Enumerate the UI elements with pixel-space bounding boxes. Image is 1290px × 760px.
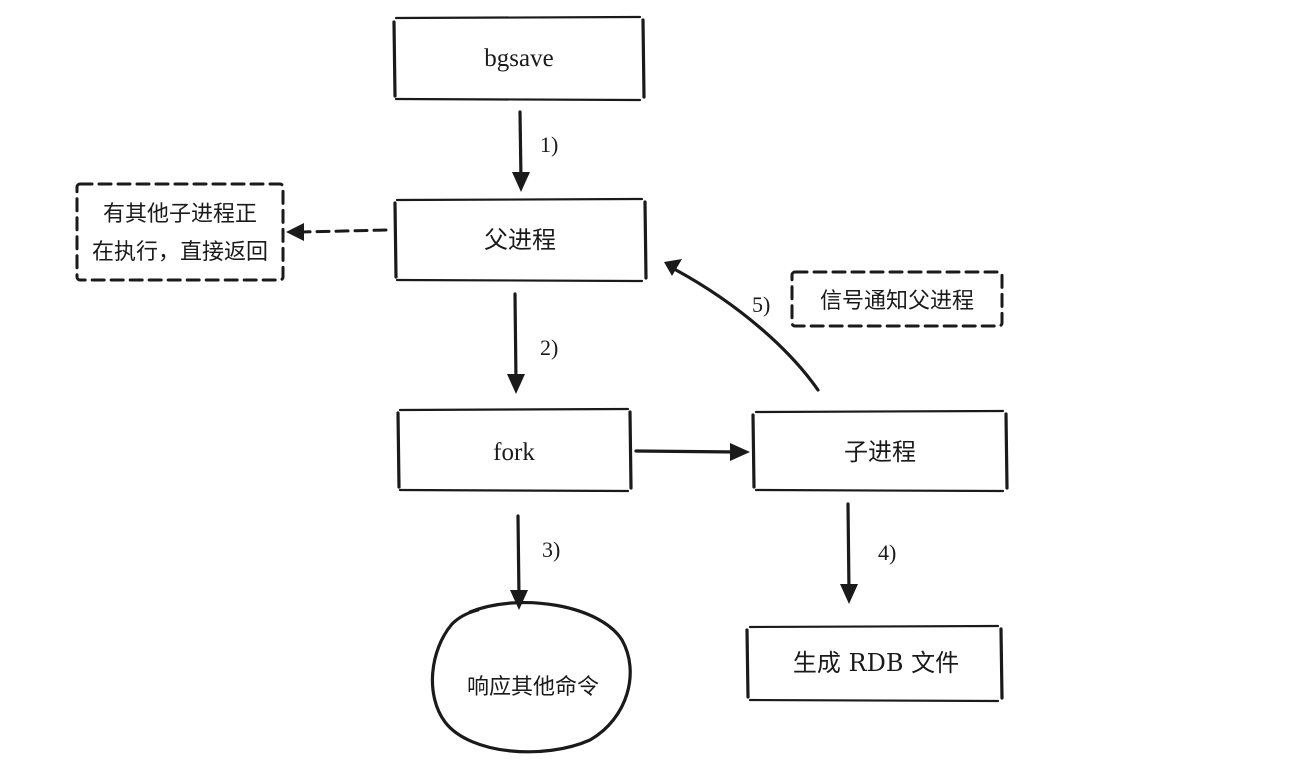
busy-note-line-1: 有其他子进程正 xyxy=(103,202,257,227)
arrow-bgsave-to-parent xyxy=(512,110,530,192)
arrow-parent-to-fork xyxy=(507,292,525,394)
respond-label: 响应其他命令 xyxy=(467,675,599,700)
rdb-file-label: 生成 RDB 文件 xyxy=(793,649,959,677)
arrow-fork-to-respond xyxy=(510,514,528,610)
busy-note-line-2: 在执行，直接返回 xyxy=(92,240,268,265)
step-5-label: 5) xyxy=(752,292,770,317)
step-1-label: 1) xyxy=(540,132,558,157)
bgsave-node: bgsave xyxy=(392,15,646,102)
parent-process-label: 父进程 xyxy=(484,226,556,254)
child-process-node: 子进程 xyxy=(751,409,1009,493)
child-process-label: 子进程 xyxy=(844,438,916,466)
parent-process-node: 父进程 xyxy=(393,197,648,283)
arrow-fork-to-child xyxy=(634,443,750,461)
arrow-child-to-parent xyxy=(664,259,820,392)
step-4-label: 4) xyxy=(878,540,896,565)
signal-note: 信号通知父进程 xyxy=(790,270,1004,328)
respond-node: 响应其他命令 xyxy=(430,601,632,754)
step-2-label: 2) xyxy=(540,335,558,360)
rdb-file-node: 生成 RDB 文件 xyxy=(745,624,1004,703)
signal-note-label: 信号通知父进程 xyxy=(820,289,974,314)
bgsave-label: bgsave xyxy=(484,45,553,72)
fork-node: fork xyxy=(396,407,633,493)
fork-label: fork xyxy=(493,439,535,466)
arrow-child-to-rdb xyxy=(840,502,858,604)
arrow-parent-to-busy-note xyxy=(286,223,388,241)
busy-note: 有其他子进程正 在执行，直接返回 xyxy=(75,182,285,282)
step-3-label: 3) xyxy=(542,537,560,562)
